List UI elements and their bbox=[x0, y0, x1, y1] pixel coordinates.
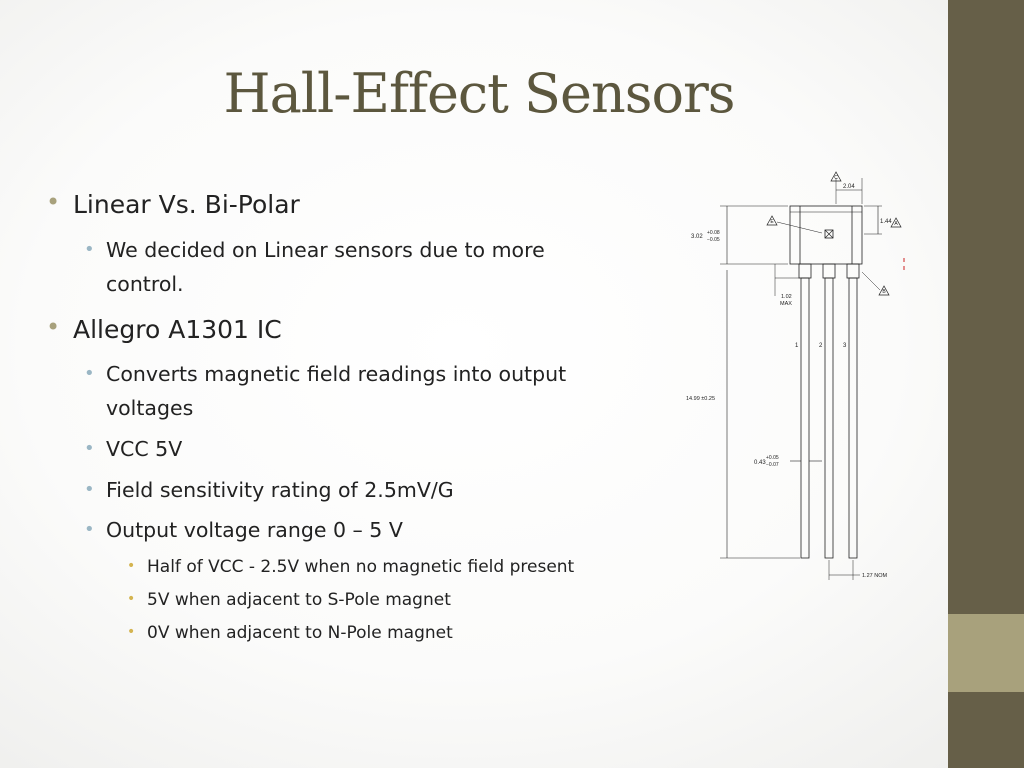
slide-title: Hall-Effect Sensors bbox=[223, 62, 735, 125]
pin-1-label: 1 bbox=[795, 343, 799, 349]
dim-lead-tol-plus: +0.05 bbox=[766, 455, 779, 461]
bullet-text: Allegro A1301 IC bbox=[73, 315, 282, 344]
bullet-dot: • bbox=[46, 313, 61, 341]
datum-triangle-right bbox=[890, 217, 902, 228]
bullet-n-pole: • 0V when adjacent to N-Pole magnet bbox=[127, 623, 647, 643]
lead-1-shoulder bbox=[798, 263, 812, 279]
bullet-half-vcc: • Half of VCC - 2.5V when no magnetic fi… bbox=[127, 557, 647, 577]
dim-right-height-label: 1.44 bbox=[880, 219, 892, 225]
dim-width-label: 2.04 bbox=[843, 184, 855, 190]
sensing-element bbox=[824, 229, 834, 239]
bullet-dot: • bbox=[84, 363, 95, 384]
datum-label-left: E bbox=[770, 219, 774, 225]
bullet-dot: • bbox=[46, 188, 61, 216]
bullet-linear-decision: • We decided on Linear sensors due to mo… bbox=[84, 233, 626, 301]
right-sidebar-accent-block bbox=[948, 614, 1024, 692]
bullet-output-range: • Output voltage range 0 – 5 V bbox=[84, 513, 626, 547]
bullet-dot: • bbox=[127, 591, 136, 607]
bullet-dot: • bbox=[84, 479, 95, 500]
datum-label-top: C bbox=[834, 175, 838, 181]
datum-label-lower: B bbox=[882, 289, 886, 295]
dim-pitch-label: 1.27 NOM bbox=[862, 573, 887, 579]
bullet-dot: • bbox=[127, 558, 136, 574]
bullet-vcc: • VCC 5V bbox=[84, 432, 626, 466]
lead-3 bbox=[848, 277, 858, 559]
bullet-text: 0V when adjacent to N-Pole magnet bbox=[147, 623, 453, 643]
lead-3-shoulder bbox=[846, 263, 860, 279]
datum-label-right: A bbox=[894, 221, 898, 227]
bullet-dot: • bbox=[84, 239, 95, 260]
bullet-text: Converts magnetic field readings into ou… bbox=[106, 362, 567, 420]
sensor-package-drawing: C E A B 2.04 1.44 3.02 +0.08 −0.05 1.02 … bbox=[686, 171, 905, 580]
bullet-text: VCC 5V bbox=[106, 437, 183, 461]
lead-2 bbox=[824, 277, 834, 559]
bullet-converts: • Converts magnetic field readings into … bbox=[84, 357, 646, 425]
lead-2-shoulder bbox=[822, 263, 836, 279]
dim-lead-width-label: 0.43 bbox=[754, 460, 766, 466]
lead-1 bbox=[800, 277, 810, 559]
bullet-text: Linear Vs. Bi-Polar bbox=[73, 190, 300, 219]
pin-3-label: 3 bbox=[843, 343, 847, 349]
datum-triangle-lower bbox=[878, 285, 890, 296]
bullet-text: 5V when adjacent to S-Pole magnet bbox=[147, 590, 451, 610]
package-body bbox=[789, 205, 863, 265]
bullet-sensitivity: • Field sensitivity rating of 2.5mV/G bbox=[84, 473, 626, 507]
leader-lower bbox=[861, 271, 881, 291]
dim-lead-offset-note: MAX bbox=[780, 301, 792, 307]
bullet-dot: • bbox=[127, 624, 136, 640]
dim-body-tol-minus: −0.05 bbox=[707, 237, 720, 243]
bullet-text: Output voltage range 0 – 5 V bbox=[106, 518, 403, 542]
bullet-dot: • bbox=[84, 519, 95, 540]
datum-triangle-left bbox=[766, 215, 778, 226]
dim-body-height-label: 3.02 bbox=[691, 234, 703, 240]
dim-lead-length-label: 14.99 ±0.25 bbox=[686, 396, 715, 402]
dim-lead-offset-label: 1.02 bbox=[781, 294, 792, 300]
bullet-text: Half of VCC - 2.5V when no magnetic fiel… bbox=[147, 557, 575, 577]
bullet-linear-vs-bipolar: • Linear Vs. Bi-Polar bbox=[46, 188, 633, 219]
datum-triangle-top bbox=[830, 171, 842, 182]
bullet-allegro-ic: • Allegro A1301 IC bbox=[46, 313, 633, 344]
leader-left bbox=[776, 221, 823, 234]
dim-lead-tol-minus: −0.07 bbox=[766, 462, 779, 468]
bullet-text: We decided on Linear sensors due to more… bbox=[106, 238, 545, 296]
bullet-dot: • bbox=[84, 438, 95, 459]
pin-2-label: 2 bbox=[819, 343, 823, 349]
dim-body-tol-plus: +0.08 bbox=[707, 230, 720, 236]
bullet-text: Field sensitivity rating of 2.5mV/G bbox=[106, 478, 454, 502]
sensing-element-cross bbox=[824, 229, 834, 239]
bullet-s-pole: • 5V when adjacent to S-Pole magnet bbox=[127, 590, 647, 610]
